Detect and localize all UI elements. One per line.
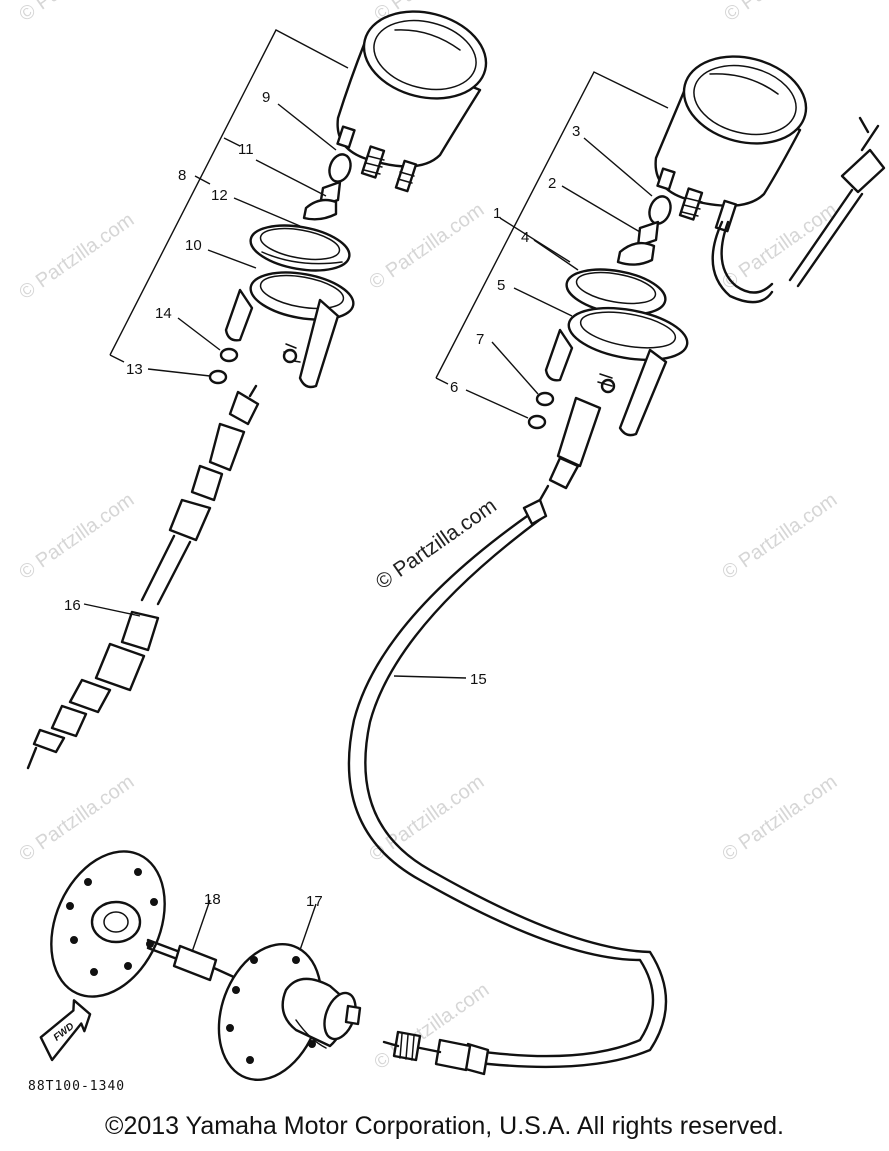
- watermark: © Partzilla.com: [720, 0, 843, 26]
- leader: [194, 175, 211, 185]
- rubber-rings-right: [565, 268, 689, 362]
- callout-number: 14: [155, 305, 172, 322]
- gear-unit: [217, 943, 362, 1081]
- watermark: © Partzilla.com: [15, 0, 138, 26]
- callout-number: 12: [211, 187, 228, 204]
- rubber-rings-left: [249, 224, 355, 321]
- hub-plate: [50, 850, 166, 998]
- leader: [233, 197, 301, 227]
- watermark: © Partzilla.com: [15, 489, 138, 584]
- grommet: [535, 391, 555, 407]
- diagram-reference-code: 88T100-1340: [28, 1079, 125, 1094]
- leader: [83, 603, 141, 617]
- copyright-notice: ©2013 Yamaha Motor Corporation, U.S.A. A…: [105, 1112, 784, 1140]
- nut: [527, 414, 547, 430]
- leader: [191, 899, 211, 953]
- leader: [299, 903, 317, 951]
- leader: [393, 675, 467, 679]
- leader: [207, 249, 257, 269]
- leader: [561, 185, 641, 233]
- callout-number: 2: [548, 175, 556, 192]
- bulb-socket-left: [302, 153, 352, 221]
- callout-number: 9: [262, 89, 270, 106]
- leader: [277, 103, 337, 151]
- callout-number: 6: [450, 379, 458, 396]
- callout-labels: 1 2 3 4 5 6 7 8 9 10 11 12 13 14 15 17 1…: [64, 89, 580, 910]
- meter-right: [654, 55, 808, 233]
- callout-number: 4: [521, 229, 529, 246]
- meter-bracket-left: [224, 288, 340, 389]
- wire-harness: [711, 116, 886, 304]
- bracket-line: [109, 29, 349, 356]
- leader: [223, 137, 241, 147]
- callout-number: 16: [64, 597, 81, 614]
- watermark: © Partzilla.com: [365, 199, 488, 294]
- watermark: © Partzilla.com: [718, 199, 841, 294]
- speedometer-gear-assembly: [50, 850, 362, 1081]
- cable-fitting: [538, 396, 602, 502]
- bracket-line: [435, 71, 669, 379]
- watermark: © Partzilla.com: [718, 489, 841, 584]
- callout-number: 18: [204, 891, 221, 908]
- callout-number: 10: [185, 237, 202, 254]
- watermark-main: © Partzilla.com: [372, 494, 501, 594]
- leader: [465, 389, 529, 419]
- leader: [255, 159, 327, 197]
- right-meter-assembly: [347, 55, 886, 1076]
- drive-shaft: [146, 938, 238, 982]
- tachometer-cable: [26, 384, 260, 770]
- left-meter-assembly: [26, 10, 488, 770]
- watermark: © Partzilla.com: [718, 771, 841, 866]
- leader: [583, 137, 653, 197]
- meter-left: [336, 10, 488, 193]
- leader: [491, 341, 539, 395]
- callout-number: 15: [470, 671, 487, 688]
- callout-number: 7: [476, 331, 484, 348]
- meter-bracket-right: [544, 328, 668, 437]
- callout-number: 5: [497, 277, 505, 294]
- bracket-line: [435, 377, 449, 385]
- fwd-arrow-icon: FWD: [39, 999, 92, 1062]
- grommet: [219, 347, 239, 363]
- callout-number: 13: [126, 361, 143, 378]
- leader: [533, 239, 579, 271]
- nut: [208, 369, 228, 385]
- callout-number: 8: [178, 167, 186, 184]
- callout-number: 17: [306, 893, 323, 910]
- leader: [147, 368, 211, 377]
- speedometer-cable: [347, 498, 668, 1076]
- leader: [513, 287, 573, 317]
- callout-number: 1: [493, 205, 501, 222]
- callout-number: 11: [238, 141, 254, 158]
- bracket-line: [109, 354, 125, 363]
- leader: [177, 317, 221, 351]
- watermark: © Partzilla.com: [15, 209, 138, 304]
- bulb-socket-right: [616, 195, 672, 266]
- callout-number: 3: [572, 123, 580, 140]
